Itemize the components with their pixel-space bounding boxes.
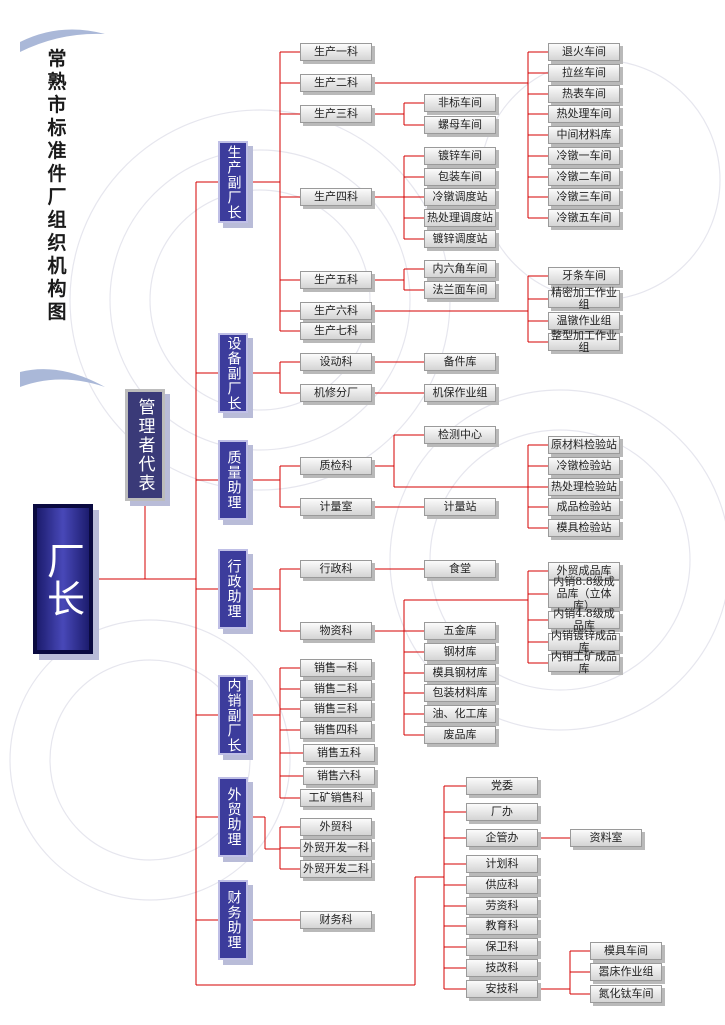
org-node-s3a: 非标车间 (424, 94, 496, 112)
org-node-fi_as: 财务助理 (218, 880, 248, 960)
org-node-s2d: 热处理车间 (548, 105, 620, 123)
org-node-s3b: 螺母车间 (424, 116, 496, 134)
org-node-q1e: 成品检验站 (548, 498, 620, 516)
org-node-o8: 保卫科 (466, 938, 538, 956)
org-node-a_as: 行政助理 (218, 549, 248, 629)
org-node-s5a: 内六角车间 (424, 260, 496, 278)
org-node-e1: 设动科 (300, 353, 372, 371)
org-node-o3: 企管办 (466, 829, 538, 847)
org-node-o2: 厂办 (466, 803, 538, 821)
org-node-a2d: 包装材料库 (424, 684, 496, 702)
org-node-s7: 生产七科 (300, 322, 372, 340)
management-representative-box: 管理者代表 (125, 389, 165, 501)
org-node-q2: 计量室 (300, 498, 372, 516)
org-node-s1: 生产一科 (300, 43, 372, 61)
org-node-f2: 外贸开发一科 (300, 839, 372, 857)
org-node-f_as: 外贸助理 (218, 777, 248, 857)
org-node-a2g: 外贸成品库 (548, 562, 620, 580)
org-node-a2f: 废品库 (424, 726, 496, 744)
org-node-q1b: 原材料检验站 (548, 436, 620, 454)
org-node-q1d: 热处理检验站 (548, 478, 620, 496)
org-node-d7: 工矿销售科 (300, 789, 372, 807)
org-node-s2: 生产二科 (300, 74, 372, 92)
org-node-s6: 生产六科 (300, 302, 372, 320)
org-node-o9: 技改科 (466, 959, 538, 977)
org-node-a2b: 钢材库 (424, 643, 496, 661)
org-node-prod_vp: 生产副厂长 (218, 141, 248, 223)
org-node-a2i: 内销4.8级成品库 (548, 608, 620, 632)
org-node-q1f: 模具检验站 (548, 519, 620, 537)
org-node-d3: 销售三科 (300, 700, 372, 718)
org-node-a2j: 内销镀锌成品库 (548, 630, 620, 654)
org-node-q2a: 计量站 (424, 498, 496, 516)
org-node-e2a: 机保作业组 (424, 384, 496, 402)
org-node-s2b: 拉丝车间 (548, 64, 620, 82)
org-node-s2g: 冷镦二车间 (548, 168, 620, 186)
org-node-o10a: 模具车间 (590, 942, 662, 960)
org-node-s2c: 热表车间 (548, 85, 620, 103)
org-node-a2: 物资科 (300, 622, 372, 640)
org-node-d1: 销售一科 (300, 659, 372, 677)
org-node-o4: 计划科 (466, 855, 538, 873)
org-node-e2: 机修分厂 (300, 384, 372, 402)
org-node-a2e: 油、化工库 (424, 705, 496, 723)
org-node-e1a: 备件库 (424, 353, 496, 371)
org-node-s2i: 冷镦五车间 (548, 209, 620, 227)
org-node-a2h: 内销8.8级成品库（立体库） (548, 576, 620, 612)
org-node-s6a: 牙条车间 (548, 267, 620, 285)
org-node-o3a: 资料室 (570, 829, 642, 847)
org-node-a1: 行政科 (300, 560, 372, 578)
org-node-a2a: 五金库 (424, 622, 496, 640)
org-node-o1: 党委 (466, 777, 538, 795)
org-node-s4e: 镀锌调度站 (424, 230, 496, 248)
org-node-f1: 外贸科 (300, 818, 372, 836)
org-node-o7: 教育科 (466, 917, 538, 935)
org-node-s4: 生产四科 (300, 188, 372, 206)
org-node-s5: 生产五科 (300, 271, 372, 289)
org-node-d5: 销售五科 (303, 744, 375, 762)
title-banner (20, 29, 105, 387)
org-node-a1a: 食堂 (424, 560, 496, 578)
org-node-o10c: 氮化钛车间 (590, 985, 662, 1003)
org-node-d2: 销售二科 (300, 680, 372, 698)
org-node-q_as: 质量助理 (218, 440, 248, 520)
org-node-q1a: 检测中心 (424, 426, 496, 444)
org-node-s4d: 热处理调度站 (424, 209, 496, 227)
org-node-s2e: 中间材料库 (548, 126, 620, 144)
org-node-o10: 安技科 (466, 980, 538, 998)
org-node-s6b: 精密加工作业组 (548, 287, 620, 311)
org-node-s5b: 法兰面车间 (424, 281, 496, 299)
org-node-s4b: 包装车间 (424, 168, 496, 186)
org-node-d6: 销售六科 (303, 767, 375, 785)
org-node-s3: 生产三科 (300, 105, 372, 123)
org-node-s6c: 温镦作业组 (548, 312, 620, 330)
org-node-f3: 外贸开发二科 (300, 860, 372, 878)
org-node-d_vp: 内销副厂长 (218, 675, 248, 755)
factory-director-box: 厂长 (33, 504, 93, 654)
org-node-a2k: 内销工矿成品库 (548, 651, 620, 675)
org-node-s2f: 冷镦一车间 (548, 147, 620, 165)
org-node-o10b: 嚣床作业组 (590, 963, 662, 981)
org-node-q1: 质检科 (300, 457, 372, 475)
org-node-d4: 销售四科 (300, 721, 372, 739)
org-node-s4a: 镀锌车间 (424, 147, 496, 165)
chart-title: 常熟市标准件厂组织机构图 (47, 48, 67, 323)
org-node-eq_vp: 设备副厂长 (218, 333, 248, 413)
org-node-o5: 供应科 (466, 876, 538, 894)
org-node-s4c: 冷镦调度站 (424, 188, 496, 206)
org-node-o6: 劳资科 (466, 897, 538, 915)
org-node-q1c: 冷镦检验站 (548, 457, 620, 475)
org-node-s6d: 整型加工作业组 (548, 330, 620, 354)
org-node-fi1: 财务科 (300, 911, 372, 929)
org-node-s2h: 冷镦三车间 (548, 188, 620, 206)
org-node-a2c: 模具钢材库 (424, 664, 496, 682)
org-node-s2a: 退火车间 (548, 43, 620, 61)
